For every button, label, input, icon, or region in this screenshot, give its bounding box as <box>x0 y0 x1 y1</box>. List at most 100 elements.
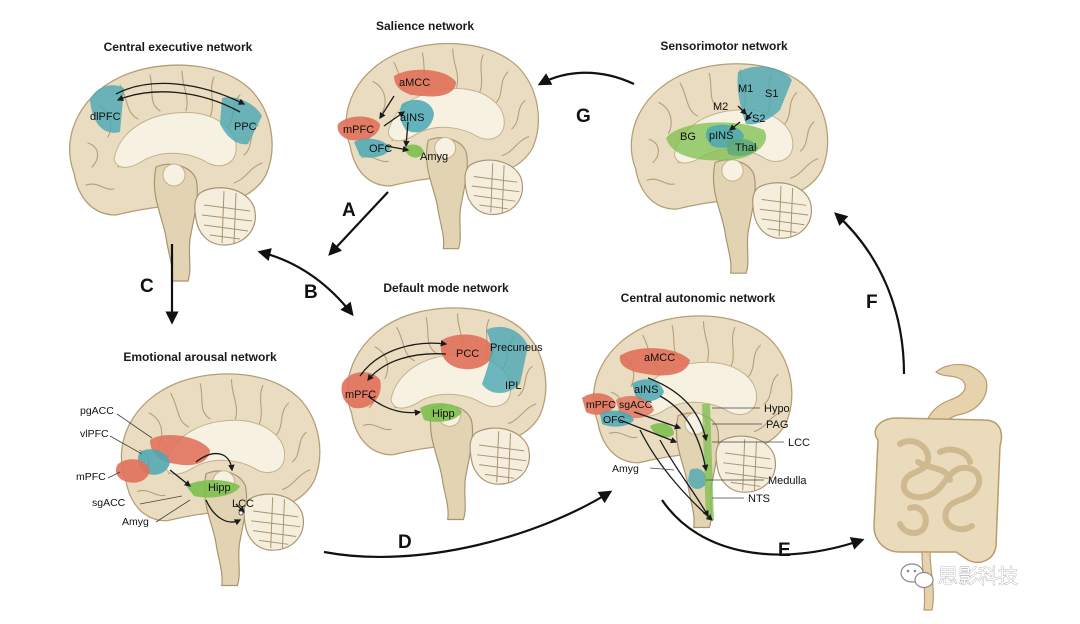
sensorimotor-link-1 <box>737 105 747 115</box>
brainstem-pathway <box>702 404 714 520</box>
arrow-e <box>661 499 865 556</box>
lead-amyg-autonomic <box>649 467 675 471</box>
label-sgacc-emotional: sgACC <box>92 497 126 509</box>
sgacc-region-autonomic <box>616 395 654 419</box>
dmn-link-back <box>367 353 447 382</box>
label-m2: M2 <box>713 101 728 113</box>
label-medulla: Medulla <box>768 475 807 487</box>
label-ains-autonomic: aINS <box>634 384 658 396</box>
arrow-g <box>537 71 635 86</box>
label-vlpfc: vlPFC <box>80 428 109 440</box>
cen-connection-forward <box>115 82 246 105</box>
salience-link-1 <box>379 95 395 120</box>
label-mpfc-default: mPFC <box>345 389 376 401</box>
arrow-label-f: F <box>866 292 878 313</box>
can-link-1 <box>647 377 709 442</box>
label-thal: Thal <box>735 142 756 154</box>
label-ofc-salience: OFC <box>369 143 392 155</box>
label-ains-salience: aINS <box>400 112 424 124</box>
salience-title: Salience network <box>376 19 474 33</box>
arrow-a <box>328 191 389 256</box>
thal-region <box>726 138 758 156</box>
mpfc-region-default <box>341 372 381 409</box>
salience-link-3 <box>385 145 410 153</box>
hipp-amyg-region-emotional <box>186 480 240 498</box>
arrow-label-c: C <box>140 276 154 297</box>
mpfc-region-salience <box>337 116 380 141</box>
label-precuneus: Precuneus <box>490 342 543 354</box>
central-executive-panel: Central executive network dlPFC PPC <box>68 40 273 282</box>
label-pgacc: pgACC <box>80 405 114 417</box>
lead-pgacc <box>116 413 153 439</box>
arrow-label-b: B <box>304 282 318 303</box>
mpfc-region-emotional <box>115 459 150 483</box>
watermark: 思影科技 <box>900 563 1018 589</box>
lead-vlpfc <box>109 435 143 455</box>
sensorimotor-link-3 <box>728 121 741 131</box>
ains-region-autonomic <box>632 379 664 402</box>
lead-amyg-emotional <box>155 499 191 523</box>
lcc-node <box>238 510 244 516</box>
cen-connection-back <box>116 91 241 113</box>
label-amyg-autonomic: Amyg <box>612 463 639 475</box>
can-link-2 <box>659 395 709 472</box>
sensorimotor-title: Sensorimotor network <box>660 39 788 53</box>
label-amcc-autonomic: aMCC <box>644 352 675 364</box>
label-mpfc-emotional: mPFC <box>76 471 106 483</box>
flow-arrows: A B C D E F G <box>140 71 906 561</box>
label-ipl: IPL <box>505 380 522 392</box>
label-nts: NTS <box>748 493 770 505</box>
lead-sgacc-emotional <box>139 495 183 505</box>
dlpfc-region <box>90 85 124 133</box>
ean-link-4 <box>235 503 245 513</box>
label-ppc: PPC <box>234 121 257 133</box>
sensorimotor-link-2 <box>745 111 753 122</box>
label-sgacc-autonomic: sgACC <box>619 399 653 411</box>
pcc-region <box>440 334 494 370</box>
label-bg: BG <box>680 131 696 143</box>
label-lcc-autonomic: LCC <box>788 437 810 449</box>
central-executive-title: Central executive network <box>104 40 253 54</box>
ofc-region-salience <box>354 138 390 158</box>
label-amyg-salience: Amyg <box>420 151 448 163</box>
arrow-f <box>834 212 906 375</box>
m1-s1-region <box>737 66 792 125</box>
amcc-region-autonomic <box>619 348 690 376</box>
ean-link-3 <box>205 499 242 526</box>
can-link-6 <box>639 429 713 521</box>
can-link-4 <box>619 419 678 444</box>
label-amyg-emotional: Amyg <box>122 516 149 528</box>
hipp-region-default <box>420 403 462 422</box>
small-intestine <box>897 438 983 536</box>
ean-link-2 <box>169 469 192 487</box>
label-s2: S2 <box>752 113 765 125</box>
salience-panel: Salience network aMCC aINS mPFC OFC Amyg <box>337 19 539 250</box>
default-mode-title: Default mode network <box>383 281 509 295</box>
arrow-b <box>257 248 354 317</box>
medulla-region <box>688 468 707 489</box>
emotional-arousal-title: Emotional arousal network <box>123 350 277 364</box>
label-ofc-autonomic: OFC <box>603 414 626 426</box>
arrow-label-g: G <box>576 106 591 127</box>
default-mode-panel: Default mode network PCC Precuneus IPL m… <box>341 281 547 521</box>
arrow-label-d: D <box>398 532 412 553</box>
wechat-icon <box>900 563 934 589</box>
label-pcc: PCC <box>456 348 479 360</box>
lead-mpfc-emotional <box>107 471 121 479</box>
central-autonomic-panel: Central autonomic network aMCC aINS mPFC… <box>582 291 810 529</box>
label-dlpfc: dlPFC <box>90 111 121 123</box>
label-m1: M1 <box>738 83 753 95</box>
arrow-label-e: E <box>778 540 791 561</box>
label-pag: PAG <box>766 419 788 431</box>
amcc-region <box>394 69 456 97</box>
precuneus-ipl-region <box>482 326 528 393</box>
brain-sensorimotor <box>630 63 829 274</box>
label-hipp-default: Hipp <box>432 408 455 420</box>
label-mpfc-autonomic: mPFC <box>586 399 616 411</box>
emotional-arousal-panel: Emotional arousal network pgACC vlPFC mP… <box>76 350 321 587</box>
mpfc-region-autonomic <box>582 393 616 415</box>
central-autonomic-title: Central autonomic network <box>621 291 776 305</box>
can-link-5 <box>659 439 709 518</box>
label-lcc-emotional: LCC <box>232 498 254 510</box>
